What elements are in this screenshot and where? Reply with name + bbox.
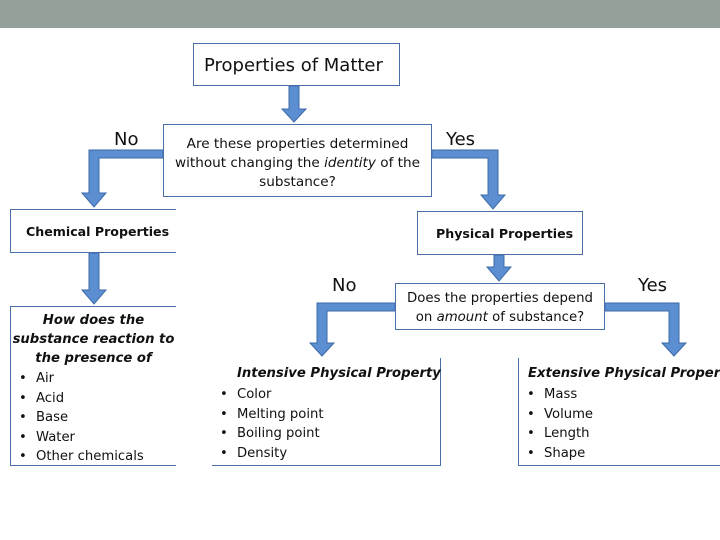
reaction-box: How does the substance reaction to the p… bbox=[10, 306, 176, 466]
arrow-chemical-to-reaction bbox=[80, 252, 108, 305]
branch2-no-label: No bbox=[332, 275, 357, 296]
list-item: Volume bbox=[525, 405, 593, 425]
chemical-properties-label: Chemical Properties bbox=[26, 224, 170, 239]
list-item: Shape bbox=[525, 444, 593, 464]
diagram-title: Properties of Matter bbox=[204, 55, 383, 76]
list-item: Color bbox=[218, 385, 324, 405]
identity-question-box: Are these properties determined without … bbox=[163, 124, 432, 197]
list-item: Base bbox=[17, 408, 144, 428]
physical-properties-box: Physical Properties bbox=[417, 211, 583, 255]
reaction-heading-line3: the presence of bbox=[35, 351, 152, 366]
branch1-no-label: No bbox=[114, 129, 139, 150]
arrow-no-to-intensive bbox=[308, 302, 396, 357]
list-item: Water bbox=[17, 428, 144, 448]
identity-question-line2: without changing the identity of the bbox=[175, 155, 420, 171]
title-box: Properties of Matter bbox=[193, 43, 400, 86]
chemical-properties-box: Chemical Properties bbox=[10, 209, 176, 253]
list-item: Melting point bbox=[218, 405, 324, 425]
reaction-heading-line1: How does the bbox=[42, 313, 145, 328]
intensive-list: Color Melting point Boiling point Densit… bbox=[218, 385, 324, 463]
branch1-yes-label: Yes bbox=[446, 129, 476, 150]
top-bar bbox=[0, 0, 720, 28]
list-item: Mass bbox=[525, 385, 593, 405]
intensive-heading: Intensive Physical Property bbox=[237, 366, 441, 381]
amount-emphasis: amount bbox=[436, 310, 488, 325]
arrow-title-to-question bbox=[280, 85, 308, 123]
list-item: Density bbox=[218, 444, 324, 464]
extensive-heading: Extensive Physical Property bbox=[528, 366, 720, 381]
identity-emphasis: identity bbox=[324, 155, 376, 171]
list-item: Air bbox=[17, 369, 144, 389]
reaction-heading-line2: substance reaction to bbox=[12, 332, 175, 347]
reaction-list: Air Acid Base Water Other chemicals bbox=[17, 369, 144, 467]
arrow-no-to-chemical bbox=[80, 149, 164, 208]
amount-question-line2: on amount of substance? bbox=[415, 310, 585, 325]
list-item: Acid bbox=[17, 389, 144, 409]
arrow-yes-to-physical bbox=[431, 149, 507, 210]
identity-question-line3: substance? bbox=[259, 174, 336, 190]
intensive-property-box: Intensive Physical Property Color Meltin… bbox=[212, 358, 441, 466]
identity-question-line1: Are these properties determined bbox=[186, 136, 409, 152]
arrow-physical-to-question bbox=[485, 254, 513, 282]
list-item: Length bbox=[525, 424, 593, 444]
amount-question-box: Does the properties depend on amount of … bbox=[395, 283, 605, 330]
extensive-property-box: Extensive Physical Property Mass Volume … bbox=[518, 358, 720, 466]
arrow-yes-to-extensive bbox=[604, 302, 688, 357]
physical-properties-label: Physical Properties bbox=[436, 226, 574, 241]
extensive-list: Mass Volume Length Shape bbox=[525, 385, 593, 463]
list-item: Other chemicals bbox=[17, 447, 144, 467]
amount-question-line1: Does the properties depend bbox=[407, 291, 593, 306]
branch2-yes-label: Yes bbox=[638, 275, 668, 296]
list-item: Boiling point bbox=[218, 424, 324, 444]
